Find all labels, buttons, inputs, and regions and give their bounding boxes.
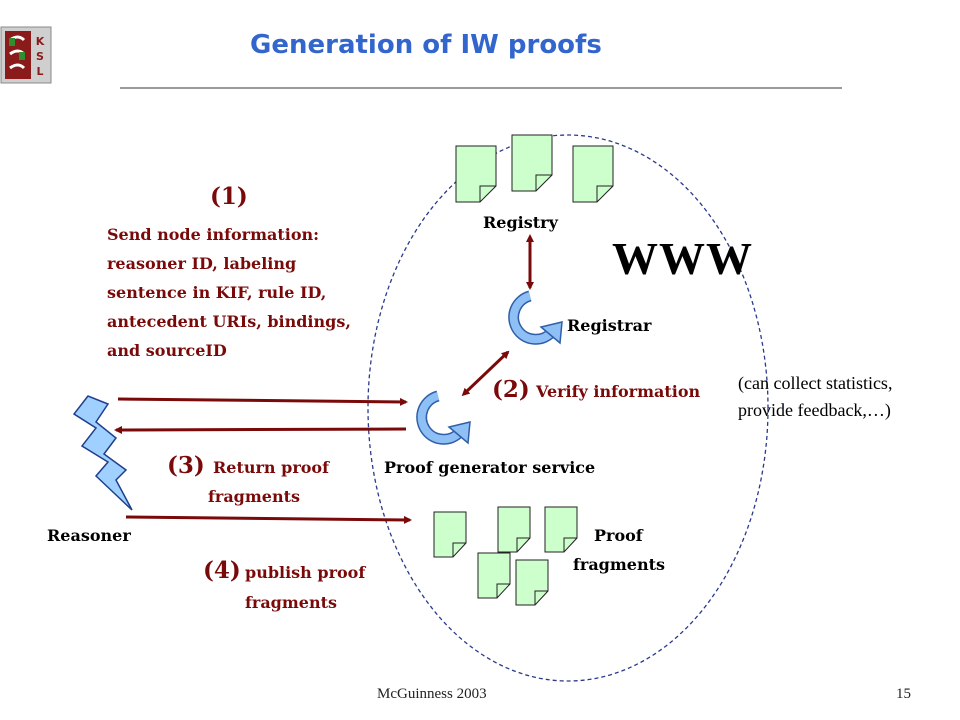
- step-1-number: (1): [210, 183, 248, 210]
- send-node-arrow: [117, 397, 408, 406]
- step-4-number: (4): [203, 557, 241, 584]
- registry-documents: [455, 134, 614, 203]
- proof-fragments-label-line2: fragments: [573, 555, 666, 574]
- return-fragments-arrow: [114, 425, 407, 434]
- proof-generator-label: Proof generator service: [384, 458, 596, 477]
- registry-label: Registry: [483, 213, 558, 232]
- registrar-cycle-icon: [508, 290, 563, 345]
- footer-page-number: 15: [896, 686, 911, 702]
- verify-arrow: [461, 350, 510, 397]
- logo-letter-l: L: [36, 65, 43, 78]
- ksl-logo: K S L: [0, 26, 52, 84]
- www-boundary: [367, 134, 769, 682]
- reasoner-label: Reasoner: [47, 526, 131, 545]
- proof-fragment-documents: [433, 506, 578, 606]
- statistics-note: (can collect statistics, provide feedbac…: [738, 373, 893, 420]
- step-4-text-line2: fragments: [245, 593, 338, 612]
- reasoner-lightning-icon: [72, 395, 133, 511]
- publish-fragments-arrow: [125, 515, 412, 524]
- step-2-text: Verify information: [536, 382, 701, 401]
- step-2-number: (2): [492, 376, 530, 403]
- logo-letter-k: K: [36, 35, 45, 48]
- www-label: WWW: [612, 233, 753, 284]
- step-3-text-line1: Return proof: [213, 458, 329, 477]
- proof-generator-cycle-icon: [416, 390, 471, 445]
- proof-fragments-label-line1: Proof: [594, 526, 643, 545]
- step-1-text: Send node information: reasoner ID, labe…: [107, 225, 351, 360]
- logo-letter-s: S: [36, 50, 44, 63]
- step-3-text-line2: fragments: [208, 487, 301, 506]
- slide-title: Generation of IW proofs: [250, 30, 602, 60]
- step-4-text-line1: publish proof: [245, 563, 366, 582]
- footer-author: McGuinness 2003: [377, 686, 487, 702]
- step-3-number: (3): [167, 452, 205, 479]
- registrar-label: Registrar: [567, 316, 652, 335]
